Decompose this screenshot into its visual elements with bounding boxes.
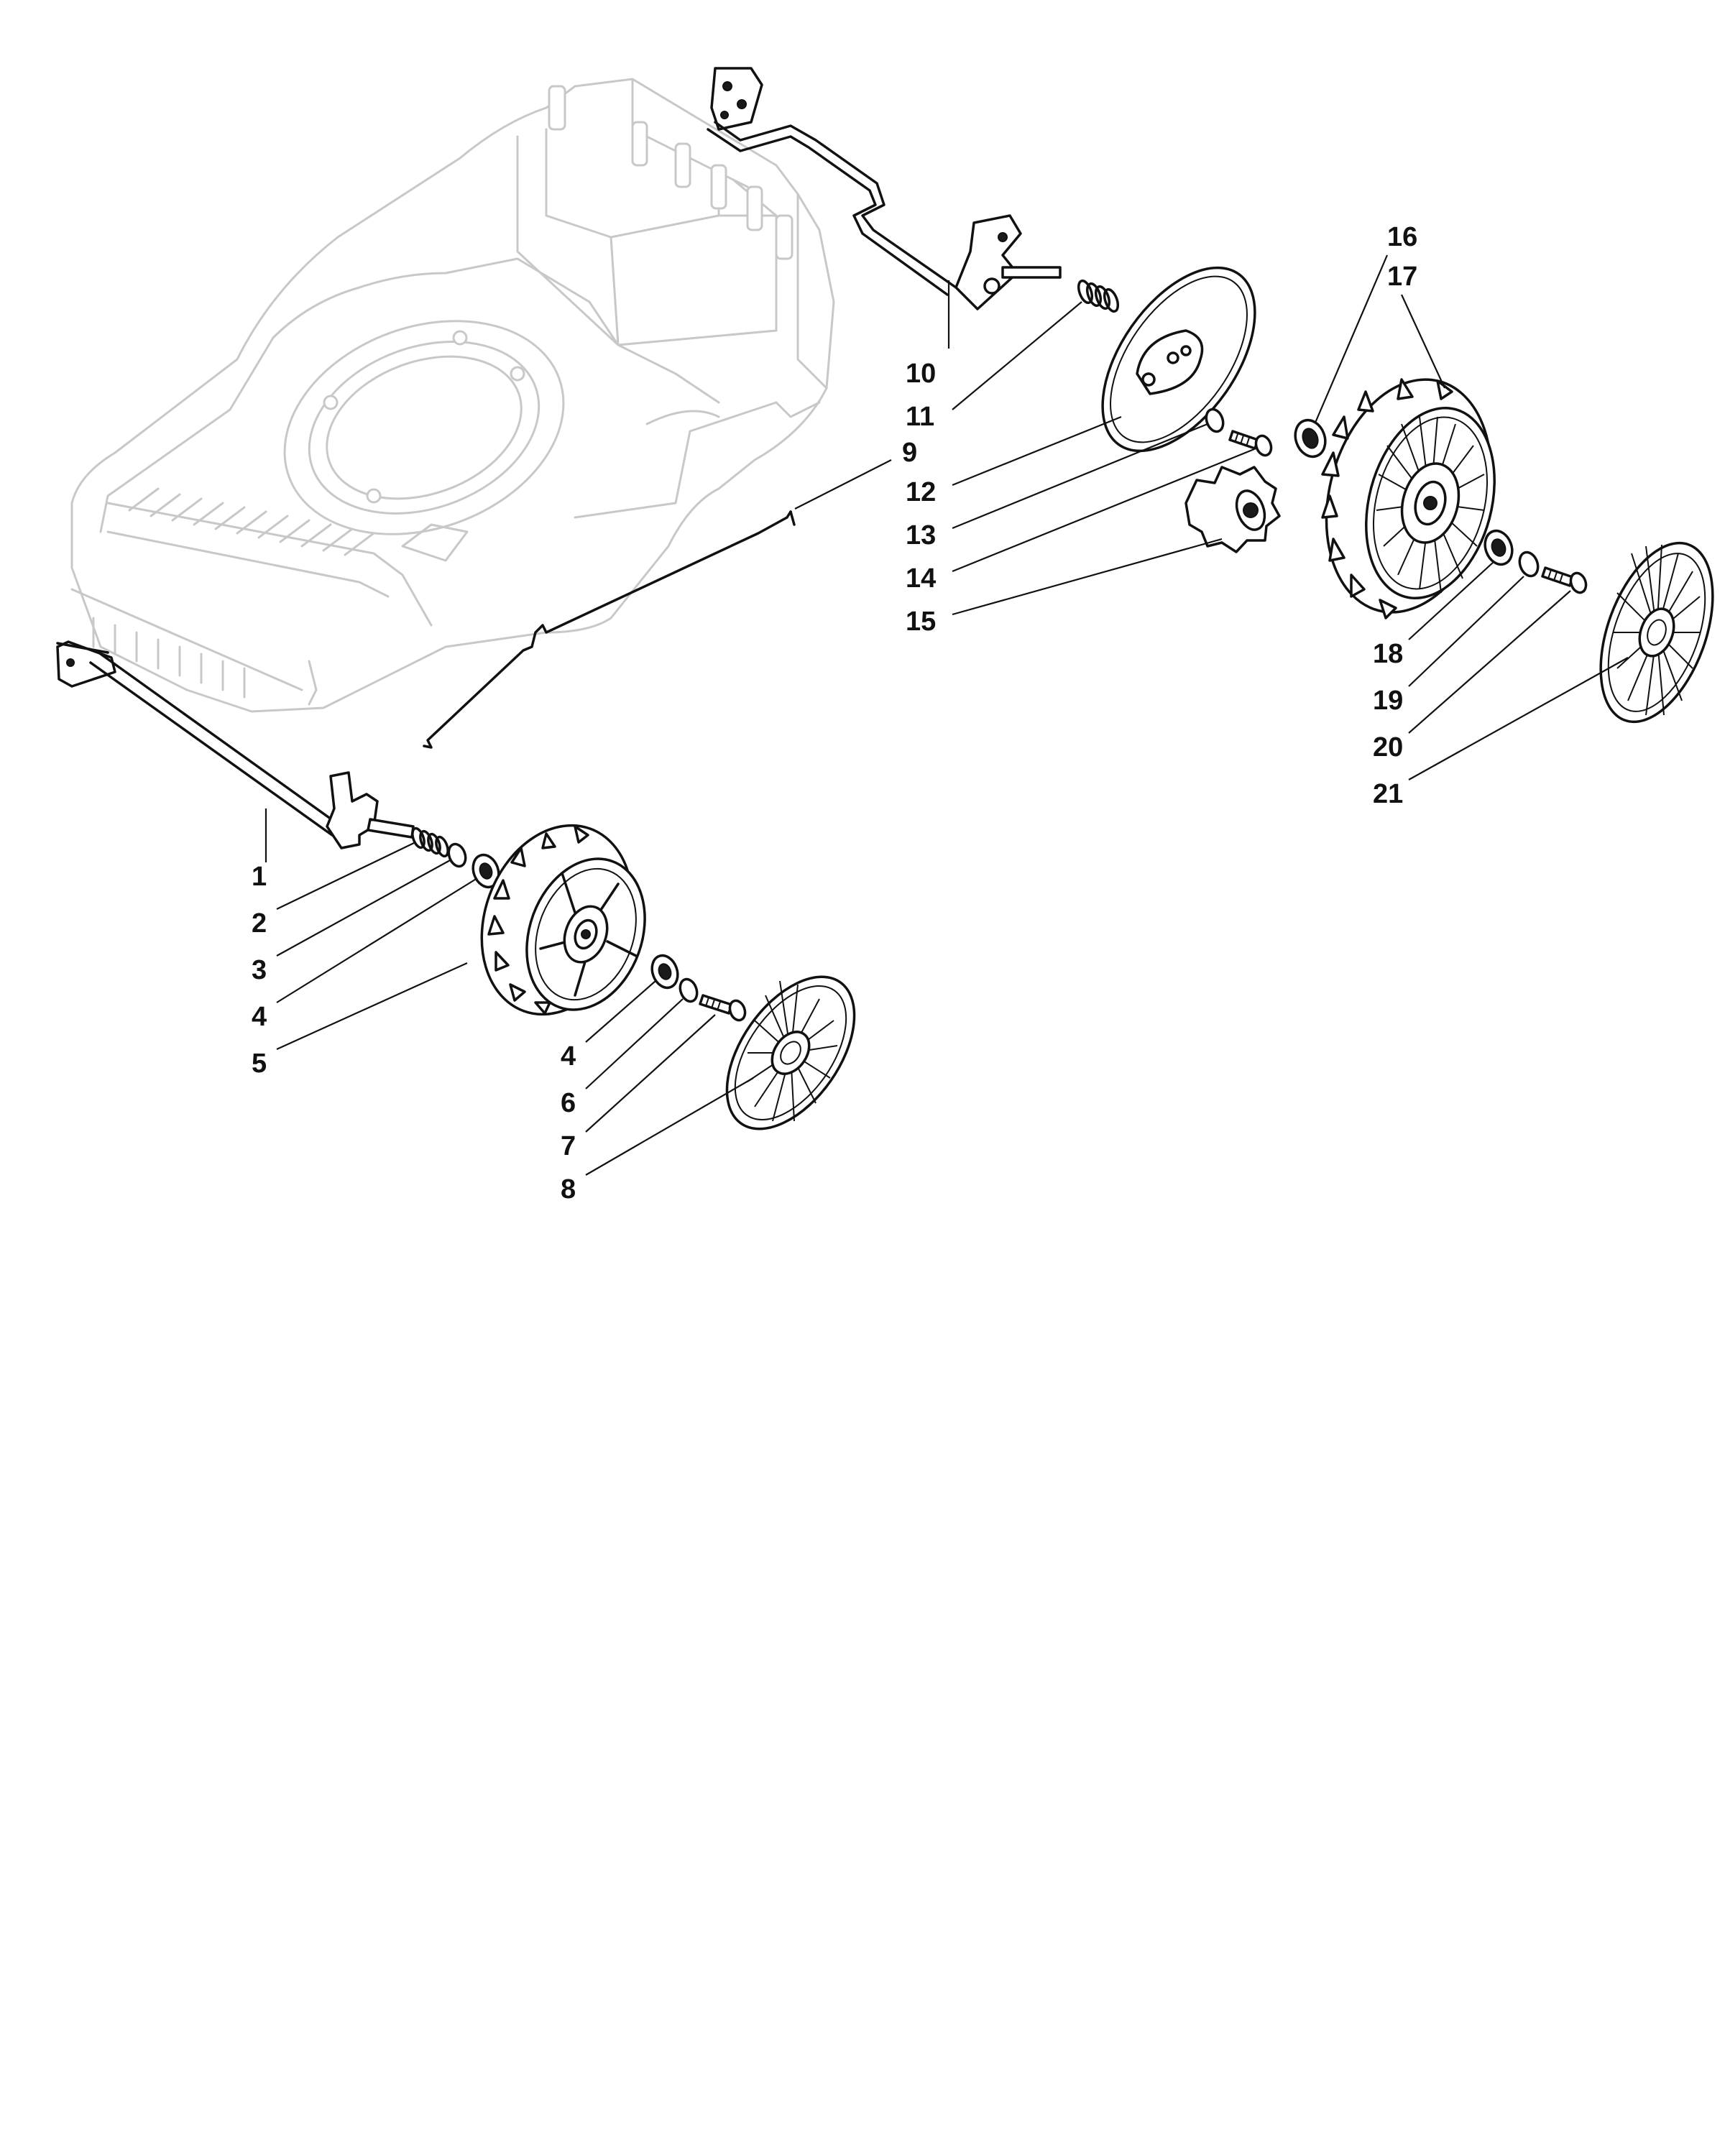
leader-lines xyxy=(264,254,1629,1176)
callout-10: 10 xyxy=(906,359,936,389)
callout-9: 9 xyxy=(902,438,917,468)
callout-11: 11 xyxy=(906,402,934,432)
callout-labels: 1 2 3 4 5 4 6 7 8 9 10 11 12 13 14 15 16… xyxy=(252,222,1417,1204)
bolt-7 xyxy=(699,994,747,1022)
callout-18: 18 xyxy=(1373,639,1403,669)
callout-19: 19 xyxy=(1373,686,1403,716)
bearing-front-inner xyxy=(472,853,500,889)
rear-wheel xyxy=(1321,378,1496,619)
callout-15: 15 xyxy=(906,607,936,637)
callout-16: 16 xyxy=(1387,222,1417,252)
callout-13: 13 xyxy=(906,520,936,550)
callout-14: 14 xyxy=(906,563,936,594)
callout-20: 20 xyxy=(1373,732,1403,763)
callout-2: 2 xyxy=(252,908,267,939)
bearing-rear-outer xyxy=(1484,529,1514,566)
callout-5: 5 xyxy=(252,1049,267,1079)
callout-21: 21 xyxy=(1373,779,1403,809)
callout-17: 17 xyxy=(1387,262,1417,292)
spring-rear xyxy=(1077,279,1120,313)
bolt-20 xyxy=(1541,566,1588,594)
mower-deck-ghost xyxy=(70,78,835,713)
callout-4: 4 xyxy=(252,1002,267,1032)
washer-13 xyxy=(1205,407,1225,433)
rear-hub-cap xyxy=(1599,541,1714,724)
washer-3 xyxy=(447,842,467,868)
front-hub-cap xyxy=(725,975,856,1130)
link-rod xyxy=(423,510,796,749)
callout-12: 12 xyxy=(906,477,936,507)
rear-gear-cover-disc xyxy=(1101,266,1256,453)
callout-1: 1 xyxy=(252,862,267,892)
bearing-front-outer xyxy=(650,954,679,990)
callout-7: 7 xyxy=(561,1131,576,1161)
washer-19 xyxy=(1518,550,1540,578)
spring-front xyxy=(411,826,449,858)
front-axle-lever xyxy=(56,640,415,849)
front-wheel xyxy=(480,824,646,1016)
bolt-14 xyxy=(1228,430,1273,457)
callout-6: 6 xyxy=(561,1088,576,1118)
callout-3: 3 xyxy=(252,955,267,985)
washer-6 xyxy=(678,977,699,1003)
callout-4-second: 4 xyxy=(561,1041,576,1072)
bearing-rear-inner xyxy=(1294,418,1327,459)
pinion-gear xyxy=(1184,466,1281,553)
callout-8: 8 xyxy=(561,1174,576,1204)
rear-height-lever xyxy=(707,67,1062,310)
